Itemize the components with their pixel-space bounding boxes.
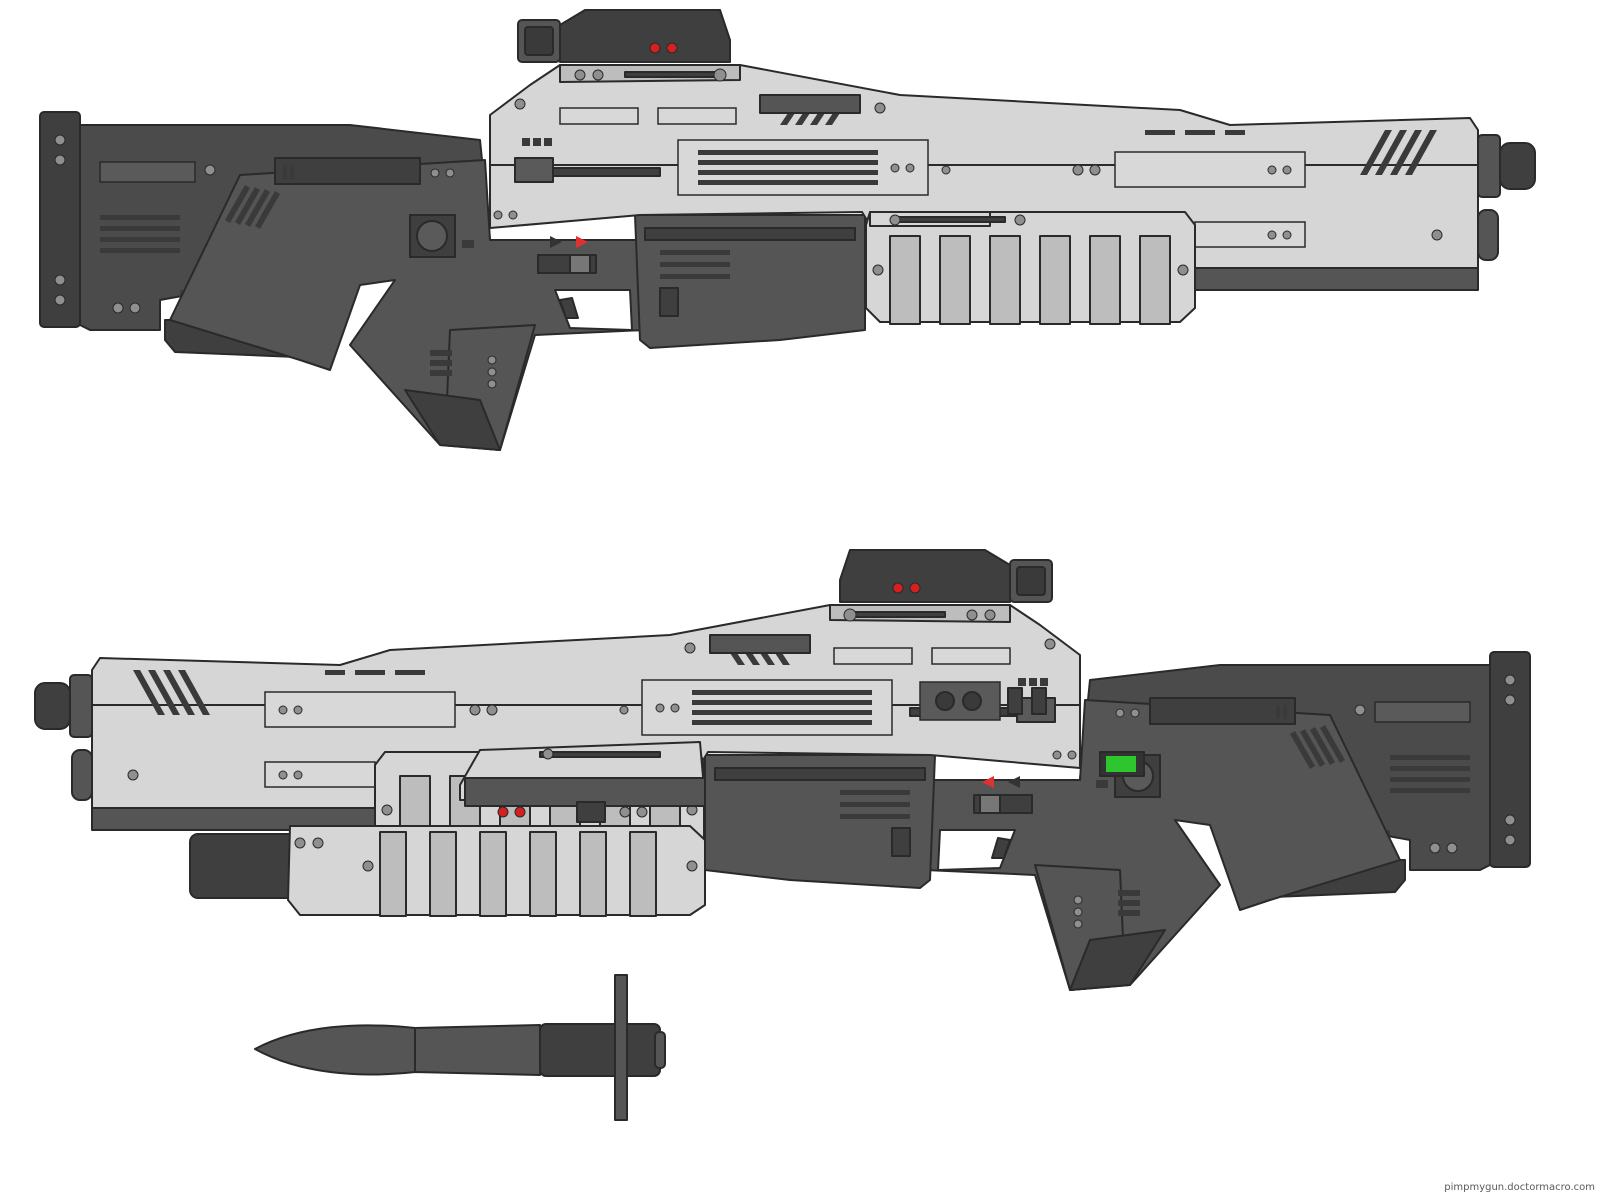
rifle-right-facing: [39, 9, 1536, 451]
sight-panel: [919, 681, 1001, 721]
rifle-left-facing-with-launcher: [34, 549, 1531, 991]
green-charge-icon: [1106, 756, 1136, 772]
rocket-grenade: [254, 974, 666, 1121]
watermark-text: pimpmygun.doctormacro.com: [1444, 1182, 1595, 1193]
grenade-launcher: [189, 741, 706, 917]
